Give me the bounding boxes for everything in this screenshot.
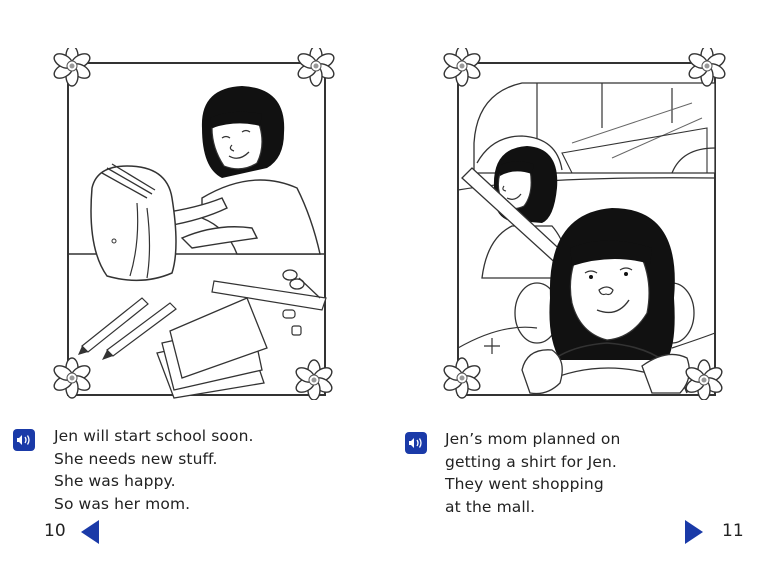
- story-line: Jen will start school soon.: [54, 427, 254, 445]
- story-line: She was happy.: [54, 472, 176, 490]
- story-line: Jen’s mom planned on: [445, 430, 621, 448]
- right-page: Jen’s mom planned on getting a shirt for…: [391, 0, 782, 567]
- page-number: 10: [44, 521, 66, 541]
- story-text: Jen’s mom planned on getting a shirt for…: [445, 428, 620, 518]
- story-line: They went shopping: [445, 475, 604, 493]
- illustration-mom-driving-car: [442, 48, 729, 400]
- page-number: 11: [722, 521, 744, 541]
- speaker-icon: [409, 438, 422, 448]
- left-page: Jen will start school soon. She needs ne…: [0, 0, 391, 567]
- play-audio-button[interactable]: [13, 429, 35, 451]
- story-text: Jen will start school soon. She needs ne…: [54, 425, 254, 515]
- next-page-arrow-icon[interactable]: [683, 519, 705, 545]
- speaker-icon: [17, 435, 30, 445]
- illustration-girl-packing-backpack: [52, 48, 338, 400]
- story-line: She needs new stuff.: [54, 449, 218, 468]
- play-audio-button[interactable]: [405, 432, 427, 454]
- story-line: getting a shirt for Jen.: [445, 452, 617, 471]
- story-line: at the mall.: [445, 497, 536, 516]
- story-line: So was her mom.: [54, 494, 191, 513]
- previous-page-arrow-icon[interactable]: [79, 519, 101, 545]
